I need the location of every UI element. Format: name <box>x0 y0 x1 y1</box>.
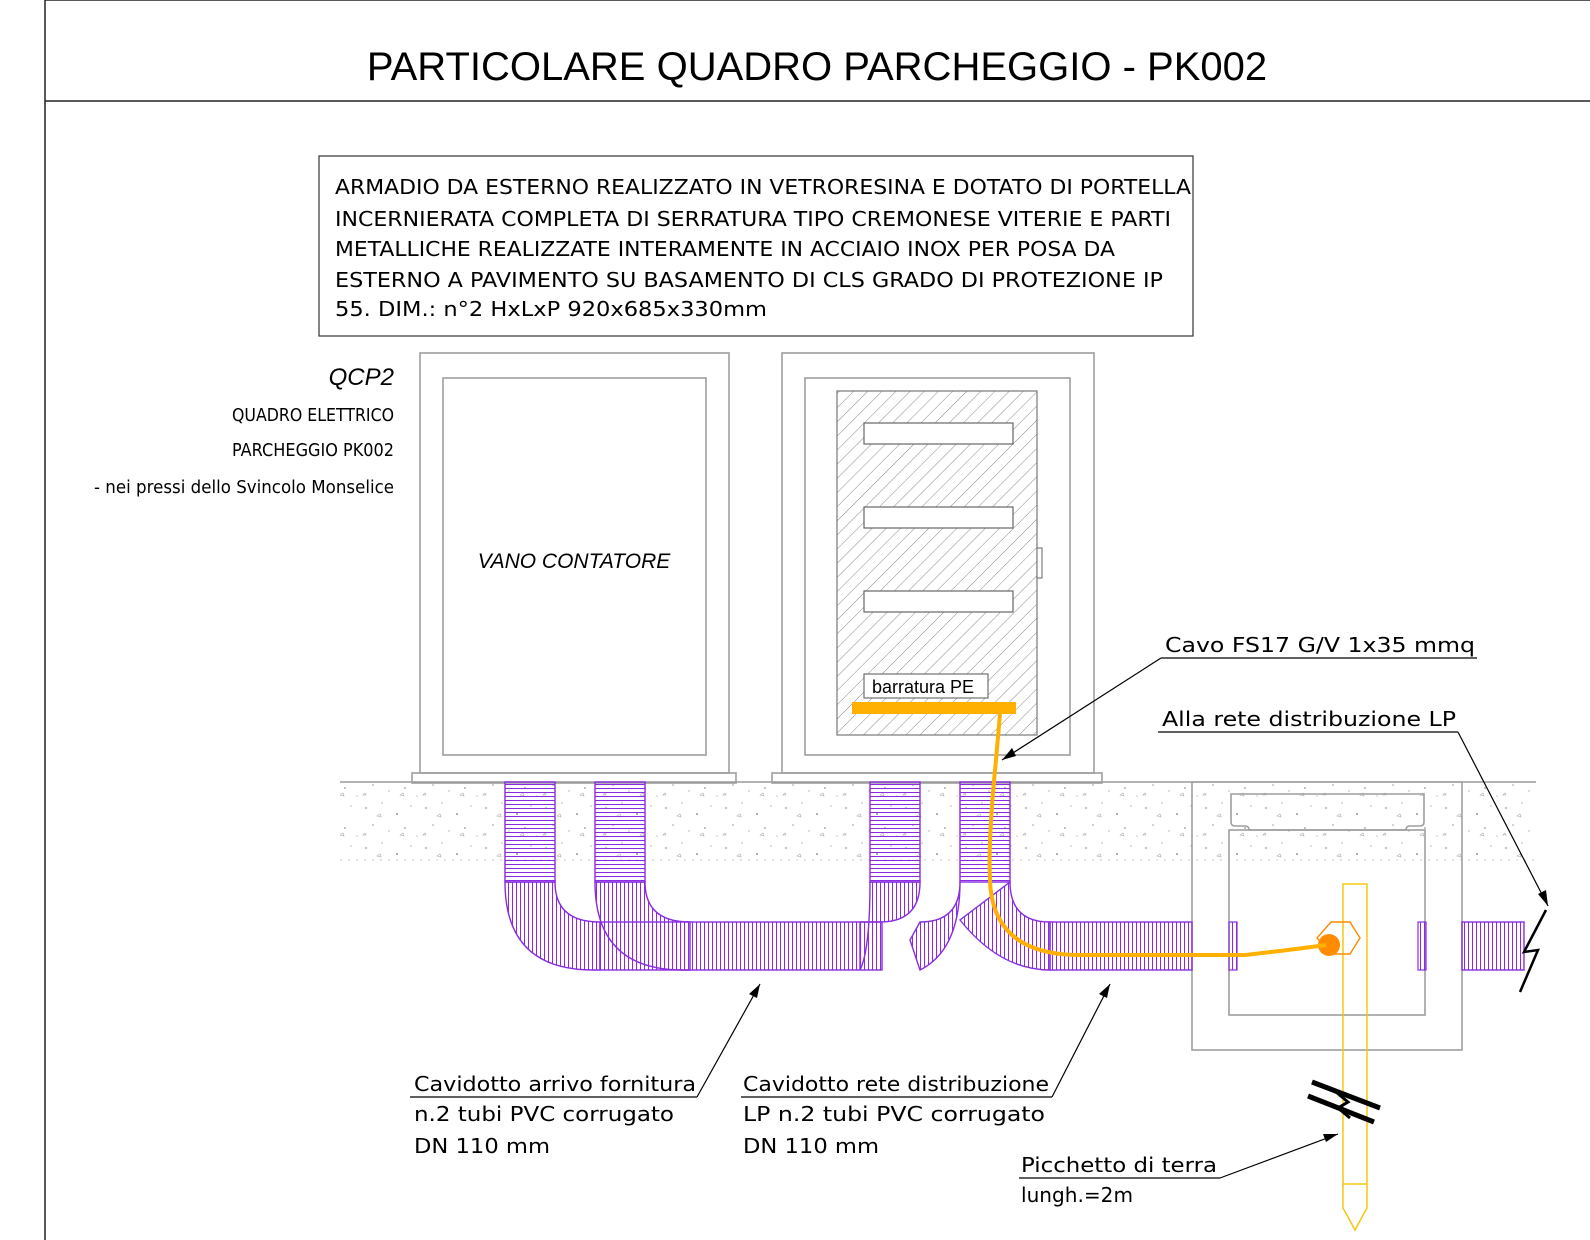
description-box: ARMADIO DA ESTERNO REALIZZATO IN VETRORE… <box>318 155 1194 337</box>
callout-conduit-network-line-3: DN 110 mm <box>743 1134 879 1158</box>
callout-conduit-supply-line-3: DN 110 mm <box>414 1134 550 1158</box>
earth-electrode <box>1318 934 1340 956</box>
description-line-5: 55. DIM.: n°2 HxLxP 920x685x330mm <box>335 297 767 321</box>
description-line-4: ESTERNO A PAVIMENTO SU BASAMENTO DI CLS … <box>335 268 1163 292</box>
callout-cable-text: Cavo FS17 G/V 1x35 mmq <box>1165 633 1475 657</box>
callout-cable: Cavo FS17 G/V 1x35 mmq <box>1001 633 1477 761</box>
description-line-1: ARMADIO DA ESTERNO REALIZZATO IN VETRORE… <box>335 175 1191 199</box>
callout-conduit-network: Cavidotto rete distribuzione LP n.2 tubi… <box>741 983 1111 1158</box>
break-symbol-right <box>1518 909 1548 993</box>
earth-rod <box>1307 883 1381 1232</box>
panel-label-line-3: - nei pressi dello Svincolo Monselice <box>94 477 394 498</box>
callout-earth-rod-line-2: lungh.=2m <box>1021 1183 1133 1207</box>
cabinet-meter: VANO CONTATORE <box>411 352 737 784</box>
cabinet-distribution: barratura PE <box>771 352 1103 784</box>
panel-label-line-1: QUADRO ELETTRICO <box>232 405 394 426</box>
busbar-label-box <box>863 673 989 699</box>
description-line-3: METALLICHE REALIZZATE INTERAMENTE IN ACC… <box>335 237 1115 261</box>
callout-conduit-supply: Cavidotto arrivo fornitura n.2 tubi PVC … <box>410 983 761 1158</box>
callout-network: Alla rete distribuzione LP <box>1158 707 1549 907</box>
conduit-supply <box>504 781 883 971</box>
callout-conduit-supply-line-2: n.2 tubi PVC corrugato <box>414 1102 674 1126</box>
panel-code: QCP2 <box>329 364 394 391</box>
breaker-row-1 <box>863 422 1014 445</box>
callout-earth-rod-line-1: Picchetto di terra <box>1021 1153 1217 1177</box>
callout-conduit-supply-line-1: Cavidotto arrivo fornitura <box>414 1072 696 1096</box>
callout-network-text: Alla rete distribuzione LP <box>1162 707 1456 731</box>
panel-label-line-2: PARCHEGGIO PK002 <box>232 440 394 461</box>
description-line-2: INCERNIERATA COMPLETA DI SERRATURA TIPO … <box>335 207 1171 231</box>
drawing-frame <box>44 0 1590 1240</box>
busbar-label: barratura PE <box>872 677 974 697</box>
panel-label: QCP2 QUADRO ELETTRICO PARCHEGGIO PK002 -… <box>94 364 394 498</box>
breaker-row-2 <box>863 506 1014 529</box>
callout-earth-rod: Picchetto di terra lungh.=2m <box>1019 1133 1339 1207</box>
busbar-pe <box>852 702 1016 714</box>
page-title: PARTICOLARE QUADRO PARCHEGGIO - PK002 <box>367 45 1267 89</box>
callout-conduit-network-line-2: LP n.2 tubi PVC corrugato <box>743 1102 1045 1126</box>
breaker-row-3 <box>863 590 1014 613</box>
cable-fs17 <box>987 713 1327 957</box>
cabinet-meter-label: VANO CONTATORE <box>478 550 672 573</box>
callout-conduit-network-line-1: Cavidotto rete distribuzione <box>743 1072 1049 1096</box>
